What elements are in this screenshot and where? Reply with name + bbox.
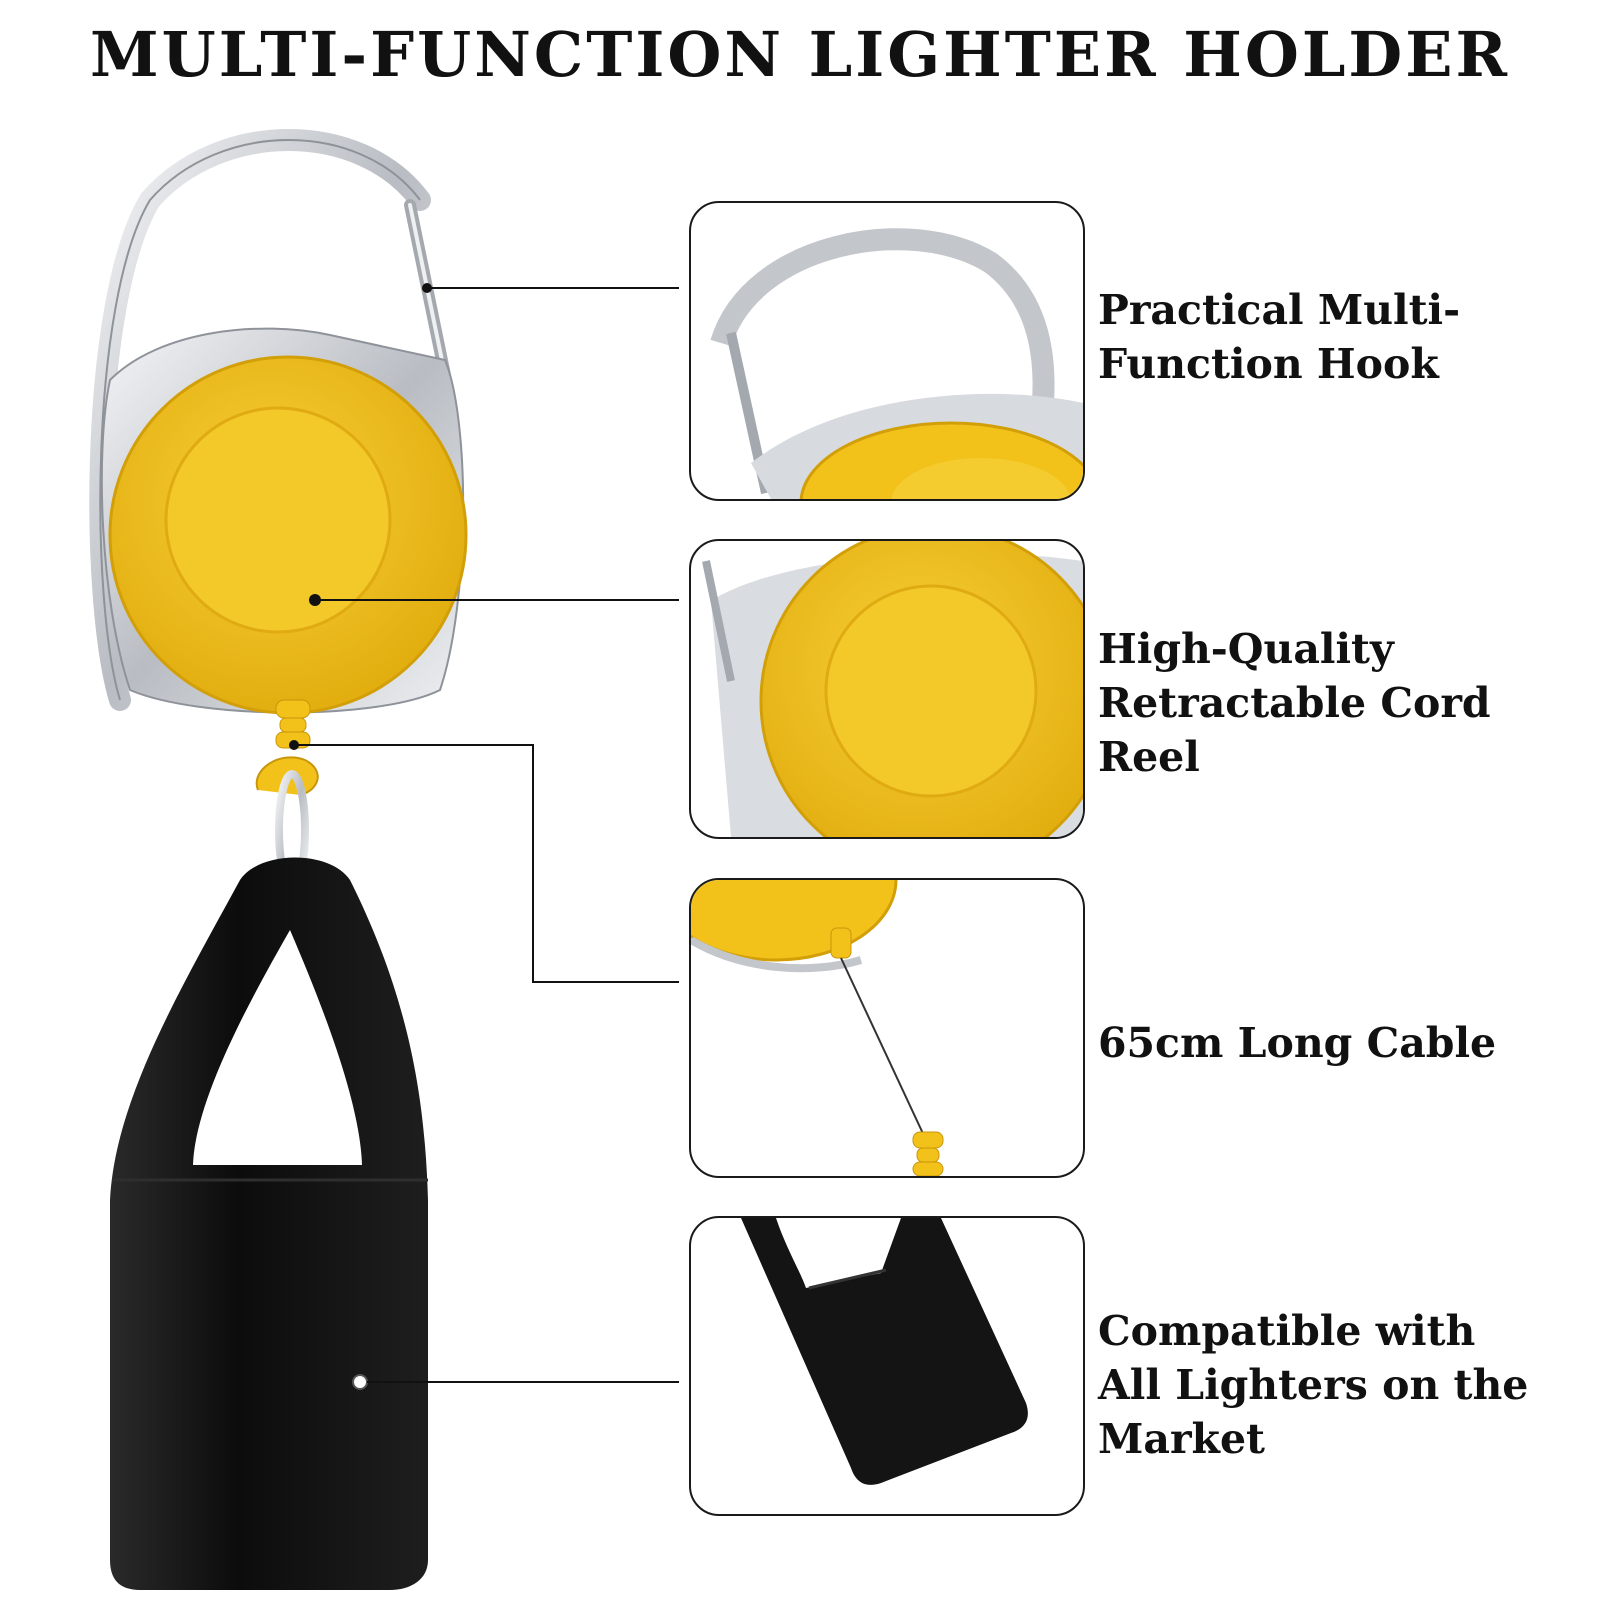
cable-detail-panel <box>689 878 1085 1178</box>
reel <box>108 355 468 715</box>
feature-hook-label: Practical Multi- Function Hook <box>1098 286 1461 388</box>
feature-reel-label: High-Quality Retractable Cord Reel <box>1098 625 1491 781</box>
feature-cable-label: 65cm Long Cable <box>1098 1019 1497 1067</box>
reel-detail-panel <box>689 539 1085 839</box>
pointer-lines <box>294 287 679 1383</box>
sleeve-detail-image <box>741 1218 1028 1485</box>
page-title: MULTI-FUNCTION LIGHTER HOLDER <box>90 18 1510 91</box>
sleeve-detail-panel <box>689 1216 1085 1516</box>
hook-detail-image <box>710 228 1083 499</box>
reel-detail-image <box>702 541 1083 837</box>
cable-detail-image <box>691 880 944 1176</box>
hook-detail-panel <box>689 201 1085 501</box>
lighter-sleeve <box>110 857 428 1590</box>
feature-compatibility-label: Compatible with All Lighters on the Mark… <box>1098 1307 1529 1463</box>
